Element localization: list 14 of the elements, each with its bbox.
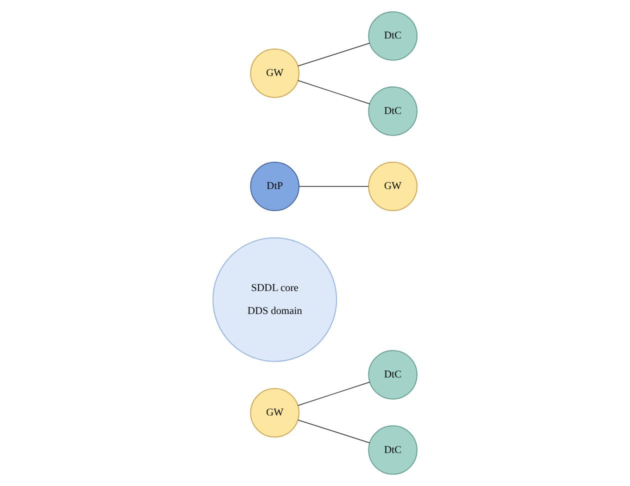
- node-circle: GW: [250, 388, 300, 438]
- node-circle: DtC: [368, 11, 418, 61]
- node-circle: DtC: [368, 350, 418, 400]
- connector: [298, 80, 370, 104]
- connector: [298, 186, 369, 187]
- node-circle: GW: [368, 162, 418, 212]
- connector: [298, 382, 370, 406]
- node-circle: DtP: [250, 162, 300, 212]
- node-circle: DtC: [368, 86, 418, 136]
- connector: [298, 42, 370, 66]
- connector: [298, 420, 370, 444]
- node-circle: GW: [250, 48, 300, 98]
- node-circle: DtC: [368, 425, 418, 475]
- node-circle: SDDL core DDS domain: [212, 237, 338, 362]
